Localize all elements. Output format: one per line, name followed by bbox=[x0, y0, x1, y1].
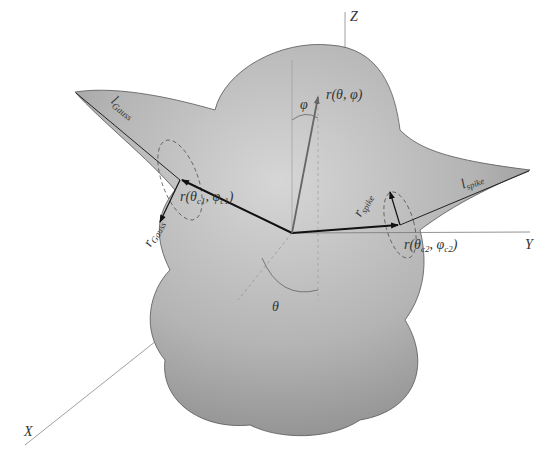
angle-label: φ bbox=[300, 98, 308, 112]
spike-length bbox=[400, 171, 529, 225]
projection-line bbox=[318, 95, 319, 300]
vector-c2 bbox=[292, 225, 398, 233]
gauss-base bbox=[149, 134, 212, 225]
axis-label: Y bbox=[525, 238, 533, 252]
axis-label: X bbox=[24, 425, 33, 439]
theta-arc bbox=[262, 258, 318, 292]
z-axis-inner bbox=[292, 60, 293, 233]
projection-line bbox=[238, 233, 292, 300]
gauss-length bbox=[76, 93, 180, 180]
y-axis bbox=[292, 232, 530, 233]
point-label: r(θ, φ) bbox=[326, 88, 362, 102]
vector-r bbox=[292, 97, 318, 233]
angle-label: θ bbox=[272, 300, 279, 314]
shape-body bbox=[75, 44, 530, 435]
gauss-radius bbox=[160, 180, 180, 222]
point-label: r(θc2, φc2) bbox=[404, 238, 457, 254]
spike-radius bbox=[390, 192, 400, 225]
axis-label: Z bbox=[350, 10, 358, 24]
point-label: r(θc1, φc1) bbox=[180, 190, 233, 206]
vector-c1 bbox=[182, 180, 292, 233]
spike-base bbox=[378, 189, 423, 262]
